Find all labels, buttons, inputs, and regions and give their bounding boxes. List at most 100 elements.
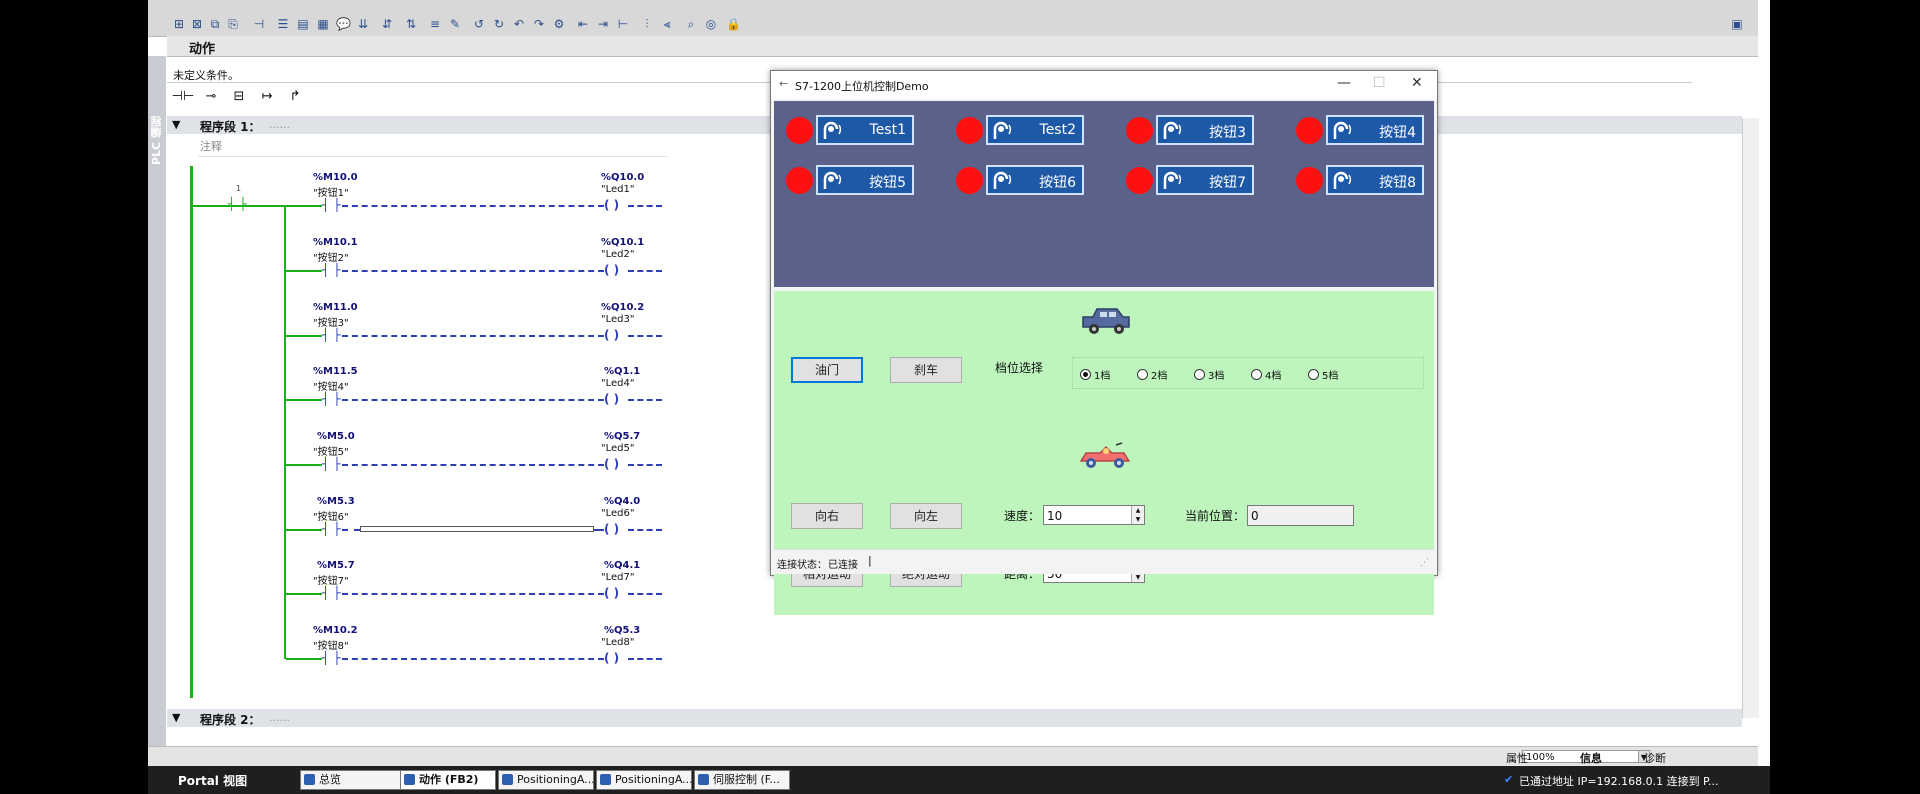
collapse-arrow-icon[interactable]: ▼ bbox=[172, 711, 181, 724]
toolbar-paste-icon[interactable]: ⎘ bbox=[228, 17, 238, 31]
maximize-icon[interactable]: ☐ bbox=[1373, 75, 1386, 91]
gear-radio-5[interactable]: 5档 bbox=[1308, 367, 1338, 382]
rung-1-output-tag[interactable]: "Led1" bbox=[601, 184, 635, 195]
toolbar-window-icon[interactable]: ▣ bbox=[1731, 17, 1743, 31]
vertical-scrollbar[interactable] bbox=[1742, 118, 1759, 718]
task-positioning-1[interactable]: PositioningA... bbox=[498, 770, 595, 790]
test2-button[interactable]: Test2 bbox=[986, 115, 1084, 145]
minimize-icon[interactable]: — bbox=[1337, 75, 1351, 91]
rung-4-contact[interactable]: ┤ ├ bbox=[322, 392, 341, 406]
button-8[interactable]: 按钮8 bbox=[1326, 165, 1424, 195]
toolbar-edit-icon[interactable]: ✎ bbox=[449, 17, 461, 31]
rung-1-input-tag[interactable]: "按钮1" bbox=[313, 188, 349, 199]
zoom-dropdown-icon[interactable]: ▼ bbox=[1638, 750, 1650, 763]
toolbar-format-icon[interactable]: ≡ bbox=[429, 17, 441, 31]
toolbar-indent-icon[interactable]: ⇤ bbox=[577, 17, 589, 31]
rung-7-contact[interactable]: ┤ ├ bbox=[322, 586, 341, 600]
rung-3-output-address[interactable]: %Q10.2 bbox=[601, 302, 645, 313]
contact-1-symbol[interactable]: ┤ ├ bbox=[228, 197, 247, 211]
plc-programming-label[interactable]: PLC 编程 bbox=[150, 116, 163, 165]
move-left-button[interactable]: 向左 bbox=[890, 503, 962, 529]
task-action-fb2[interactable]: 动作 (FB2) bbox=[400, 770, 496, 790]
toolbar-network-icon[interactable]: ⊣ bbox=[253, 17, 265, 31]
rung-8-output-tag[interactable]: "Led8" bbox=[601, 637, 635, 648]
button-4[interactable]: 按钮4 bbox=[1326, 115, 1424, 145]
dialog-title-bar[interactable]: ← S7-1200上位机控制Demo — ☐ ✕ bbox=[771, 71, 1437, 99]
toolbar-monitor-icon[interactable]: ⇅ bbox=[405, 17, 417, 31]
rung-6-coil[interactable]: ( ) bbox=[604, 522, 620, 536]
gear-radio-3[interactable]: 3档 bbox=[1194, 367, 1224, 382]
portal-view-button[interactable]: Portal 视图 bbox=[178, 774, 248, 788]
network-2-header[interactable]: ▼ 程序段 2： ...... bbox=[167, 709, 1742, 727]
info-tab[interactable]: 信息 bbox=[1580, 752, 1602, 765]
rung-5-input-address[interactable]: %M5.0 bbox=[317, 431, 355, 442]
rung-1-input-address[interactable]: %M10.0 bbox=[313, 172, 358, 183]
diagnostics-tab[interactable]: 诊断 bbox=[1644, 752, 1666, 765]
close-icon[interactable]: ✕ bbox=[1411, 75, 1423, 91]
rung-4-input-address[interactable]: %M11.5 bbox=[313, 366, 358, 377]
toolbar-copy-icon[interactable]: ⧉ bbox=[210, 17, 220, 31]
rung-8-contact[interactable]: ┤ ├ bbox=[322, 651, 341, 665]
network-comment[interactable]: 注释 bbox=[200, 140, 222, 153]
toolbar-lock-icon[interactable]: 🔒 bbox=[726, 17, 741, 31]
toolbar-open-icon[interactable]: ⇵ bbox=[381, 17, 393, 31]
toolbar-watch-icon[interactable]: ◎ bbox=[705, 17, 717, 31]
rung-1-coil[interactable]: ( ) bbox=[604, 198, 620, 212]
move-right-button[interactable]: 向右 bbox=[791, 503, 863, 529]
branch-close-icon[interactable]: ↱ bbox=[289, 89, 301, 104]
rung-1-output-address[interactable]: %Q10.0 bbox=[601, 172, 645, 183]
rung-8-coil[interactable]: ( ) bbox=[604, 651, 620, 665]
rung-5-contact[interactable]: ┤ ├ bbox=[322, 457, 341, 471]
toolbar-outdent-icon[interactable]: ⇥ bbox=[597, 17, 609, 31]
rung-4-output-address[interactable]: %Q1.1 bbox=[604, 366, 641, 377]
rung-7-output-tag[interactable]: "Led7" bbox=[601, 572, 635, 583]
throttle-button[interactable]: 油门 bbox=[791, 357, 863, 383]
rung-3-contact[interactable]: ┤ ├ bbox=[322, 328, 341, 342]
collapse-arrow-icon[interactable]: ▼ bbox=[172, 118, 181, 131]
branch-open-icon[interactable]: ↦ bbox=[261, 89, 273, 104]
rung-2-contact[interactable]: ┤ ├ bbox=[322, 263, 341, 277]
rung-2-input-tag[interactable]: "按钮2" bbox=[313, 253, 349, 264]
rung-6-selected-wire[interactable] bbox=[360, 526, 594, 532]
rung-7-input-address[interactable]: %M5.7 bbox=[317, 560, 355, 571]
rung-8-input-tag[interactable]: "按钮8" bbox=[313, 641, 349, 652]
toolbar-merge-icon[interactable]: ⫷ bbox=[663, 17, 671, 31]
toolbar-expand-icon[interactable]: ⇊ bbox=[357, 17, 369, 31]
rung-4-input-tag[interactable]: "按钮4" bbox=[313, 382, 349, 393]
toolbar-goto-icon[interactable]: ↻ bbox=[493, 17, 505, 31]
rung-3-input-address[interactable]: %M11.0 bbox=[313, 302, 358, 313]
resize-grip-icon[interactable]: ⋰ bbox=[1420, 558, 1429, 568]
gear-radio-1[interactable]: 1档 bbox=[1080, 367, 1110, 382]
rung-4-output-tag[interactable]: "Led4" bbox=[601, 378, 635, 389]
rung-2-output-tag[interactable]: "Led2" bbox=[601, 249, 635, 260]
toolbar-back-icon[interactable]: ↶ bbox=[513, 17, 525, 31]
spin-arrows-icon[interactable]: ▲▼ bbox=[1131, 506, 1144, 524]
button-3[interactable]: 按钮3 bbox=[1156, 115, 1254, 145]
rung-8-output-address[interactable]: %Q5.3 bbox=[604, 625, 641, 636]
toolbar-settings-icon[interactable]: ⚙ bbox=[553, 17, 565, 31]
button-5[interactable]: 按钮5 bbox=[816, 165, 914, 195]
rung-2-input-address[interactable]: %M10.1 bbox=[313, 237, 358, 248]
rung-3-input-tag[interactable]: "按钮3" bbox=[313, 318, 349, 329]
back-arrow-icon[interactable]: ← bbox=[779, 77, 789, 90]
properties-tab[interactable]: 属性 bbox=[1506, 752, 1528, 765]
toolbar-list-icon[interactable]: ☰ bbox=[277, 17, 289, 31]
rung-1-contact[interactable]: ┤ ├ bbox=[322, 198, 341, 212]
rung-3-output-tag[interactable]: "Led3" bbox=[601, 314, 635, 325]
rung-8-input-address[interactable]: %M10.2 bbox=[313, 625, 358, 636]
rung-6-output-address[interactable]: %Q4.0 bbox=[604, 496, 641, 507]
no-contact-icon[interactable]: ⊣⊢ bbox=[171, 89, 195, 104]
rung-6-input-tag[interactable]: "按钮6" bbox=[313, 512, 349, 523]
brake-button[interactable]: 刹车 bbox=[890, 357, 962, 383]
toolbar-split-icon[interactable]: ⫶ bbox=[645, 17, 649, 31]
rung-6-input-address[interactable]: %M5.3 bbox=[317, 496, 355, 507]
rung-5-output-tag[interactable]: "Led5" bbox=[601, 443, 635, 454]
rung-2-coil[interactable]: ( ) bbox=[604, 263, 620, 277]
box-icon[interactable]: ⊟ bbox=[233, 89, 245, 104]
toolbar-grid-icon[interactable]: ▤ bbox=[297, 17, 309, 31]
rung-5-coil[interactable]: ( ) bbox=[604, 457, 620, 471]
toolbar-tree-icon[interactable]: ⊢ bbox=[617, 17, 629, 31]
button-7[interactable]: 按钮7 bbox=[1156, 165, 1254, 195]
button-6[interactable]: 按钮6 bbox=[986, 165, 1084, 195]
rung-5-input-tag[interactable]: "按钮5" bbox=[313, 447, 349, 458]
